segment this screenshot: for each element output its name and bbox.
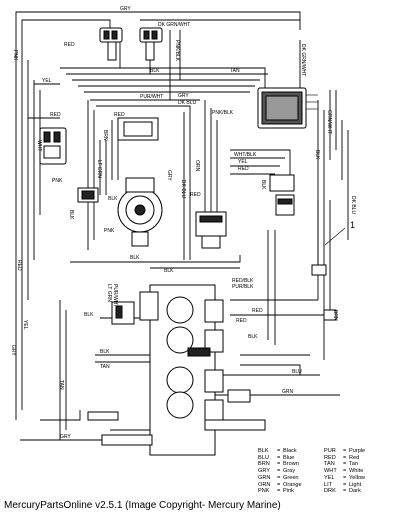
- right-connector: [269, 174, 295, 216]
- label-tan-far-left: TAN: [58, 380, 64, 390]
- top-connectors: [99, 27, 163, 61]
- label-orn: ORN: [194, 160, 200, 172]
- label-blu: BLU: [292, 369, 302, 375]
- label-dk-blu: DK BLU: [178, 100, 196, 106]
- label-red-left: RED: [50, 112, 61, 118]
- label-red-top: RED: [64, 42, 75, 48]
- label-blk-vert2: BLK: [248, 334, 258, 340]
- label-blk-mid: BLK: [150, 68, 160, 74]
- label-dk-blu-right: DK BLU: [350, 196, 356, 214]
- legend-row: DRK=Dark: [324, 488, 361, 495]
- label-dk-grn-wht-right: DK GRN/WHT: [300, 44, 306, 76]
- label-yel-far-left: YEL: [22, 320, 28, 330]
- label-red-right: RED: [238, 166, 249, 172]
- legend-column-right: PUR=Purple RED=Red TAN=Tan WHT=White YEL…: [324, 448, 365, 495]
- label-grn-wht-right: GRN/WHT: [326, 110, 332, 134]
- coil-pack: [195, 211, 227, 249]
- label-tan-low: TAN: [100, 364, 110, 370]
- label-gry-mid: GRY: [178, 93, 189, 99]
- label-blk-mod: BLK: [108, 196, 118, 202]
- label-brn: BRN: [102, 130, 108, 141]
- ignition-switch-block: [39, 127, 67, 165]
- label-red-far-left: RED: [16, 260, 22, 271]
- label-gry-bottom: GRY: [60, 434, 71, 440]
- label-blk-right2: BLK: [260, 180, 266, 190]
- label-blk-low: BLK: [164, 268, 174, 274]
- label-gry-top: GRY: [120, 6, 131, 12]
- label-blk-right: BLK: [314, 150, 320, 160]
- legend-row: PNK=Pink: [258, 488, 294, 495]
- label-red-blk: RED/BLK: [232, 278, 254, 284]
- label-brn-right: BRN: [332, 310, 338, 321]
- label-red-right-low: RED: [252, 308, 263, 314]
- legend-row: YEL=Yellow: [324, 474, 365, 481]
- label-pur-wht-low: PUR/WHT: [112, 284, 118, 307]
- label-pnk-blk2: PNK/BLK: [212, 110, 234, 116]
- label-pnk-low: PNK: [52, 178, 63, 184]
- legend-row: BLU=Blue: [258, 454, 295, 461]
- legend-row: ORN=Orange: [258, 481, 302, 488]
- engine-block: [139, 284, 224, 456]
- legend-row: GRN=Green: [258, 474, 299, 481]
- label-blk-left-low: BLK: [84, 312, 94, 318]
- label-wht-blk: WHT/BLK: [234, 152, 257, 158]
- legend-row: BLK=Black: [258, 448, 297, 454]
- label-blk-vert: BLK: [68, 210, 74, 220]
- label-gry-v: GRY: [166, 170, 172, 181]
- label-wht: WHT: [36, 140, 42, 151]
- legend-row: BRN=Brown: [258, 461, 299, 468]
- label-red-low: RED: [236, 318, 247, 324]
- label-pnk-blk: PNK/BLK: [174, 40, 180, 62]
- legend-row: TAN=Tan: [324, 461, 359, 468]
- sender-sensors: [87, 264, 337, 446]
- label-dk-grn-wht: DK GRN/WHT: [158, 22, 190, 28]
- label-lt-grn: LT GRN: [96, 160, 102, 178]
- legend-row: GRY=Gray: [258, 468, 296, 475]
- callout-number: 1: [350, 220, 355, 230]
- label-pur-wht: PUR/WHT: [140, 94, 163, 100]
- distributor: [117, 177, 163, 247]
- label-dk-blu-v: DK BLU: [180, 180, 186, 198]
- label-lt-grn-low: LT GRN: [106, 284, 112, 302]
- label-pnk-mod: PNK: [104, 228, 115, 234]
- label-yel-left: YEL: [42, 78, 52, 84]
- label-tan-mid: TAN: [230, 68, 240, 74]
- voltage-regulator: [257, 87, 318, 129]
- wiring-diagram: GRY DK GRN/WHT RED BLK TAN YEL PUR/WHT G…: [10, 6, 356, 456]
- left-plug-module: [77, 187, 99, 203]
- label-pnk-left: PNK: [12, 50, 18, 61]
- label-red-mid: RED: [190, 192, 201, 198]
- legend-row: LIT=Light: [324, 481, 362, 488]
- label-pur-blk: PUR/BLK: [232, 284, 254, 290]
- legend-row: RED=Red: [324, 454, 360, 461]
- legend-row: WHT=White: [324, 468, 364, 475]
- label-gry-far-left: GRY: [10, 345, 16, 356]
- label-yel-right: YEL: [238, 159, 248, 165]
- legend-row: PUR=Purple: [324, 448, 366, 454]
- rectifier-block: [117, 117, 159, 141]
- label-red-left2: RED: [114, 112, 125, 118]
- label-blk-center: BLK: [130, 255, 140, 261]
- label-blk-tan-low: BLK: [100, 349, 110, 355]
- wire-labels: GRY DK GRN/WHT RED BLK TAN YEL PUR/WHT G…: [10, 6, 356, 440]
- fuse-module: [111, 301, 135, 325]
- footer-copyright: MercuryPartsOnline v2.5.1 (Image Copyrig…: [4, 500, 281, 511]
- label-grn: GRN: [282, 389, 294, 395]
- legend-column-left: BLK=Black BLU=Blue BRN=Brown GRY=Gray GR…: [258, 448, 302, 495]
